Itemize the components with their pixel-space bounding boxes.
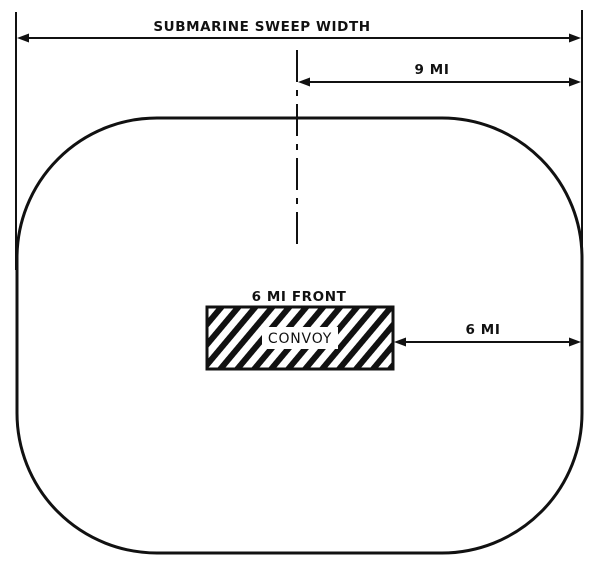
convoy-label: CONVOY <box>268 331 332 347</box>
six-mi-right-arrow <box>569 337 581 347</box>
sweep-width-label: SUBMARINE SWEEP WIDTH <box>153 19 370 35</box>
nine-mi-label: 9 MI <box>415 62 450 78</box>
nine-mi-left-arrow <box>298 77 310 87</box>
sweep-width-left-arrow <box>17 33 29 43</box>
convoy-label-backdrop <box>262 327 338 349</box>
six-mi-label: 6 MI <box>466 322 501 338</box>
nine-mi-right-arrow <box>569 77 581 87</box>
convoy-box <box>205 305 395 371</box>
front-label: 6 MI FRONT <box>252 289 347 305</box>
sweep-boundary <box>15 116 584 555</box>
sweep-width-right-arrow <box>569 33 581 43</box>
six-mi-left-arrow <box>394 337 406 347</box>
